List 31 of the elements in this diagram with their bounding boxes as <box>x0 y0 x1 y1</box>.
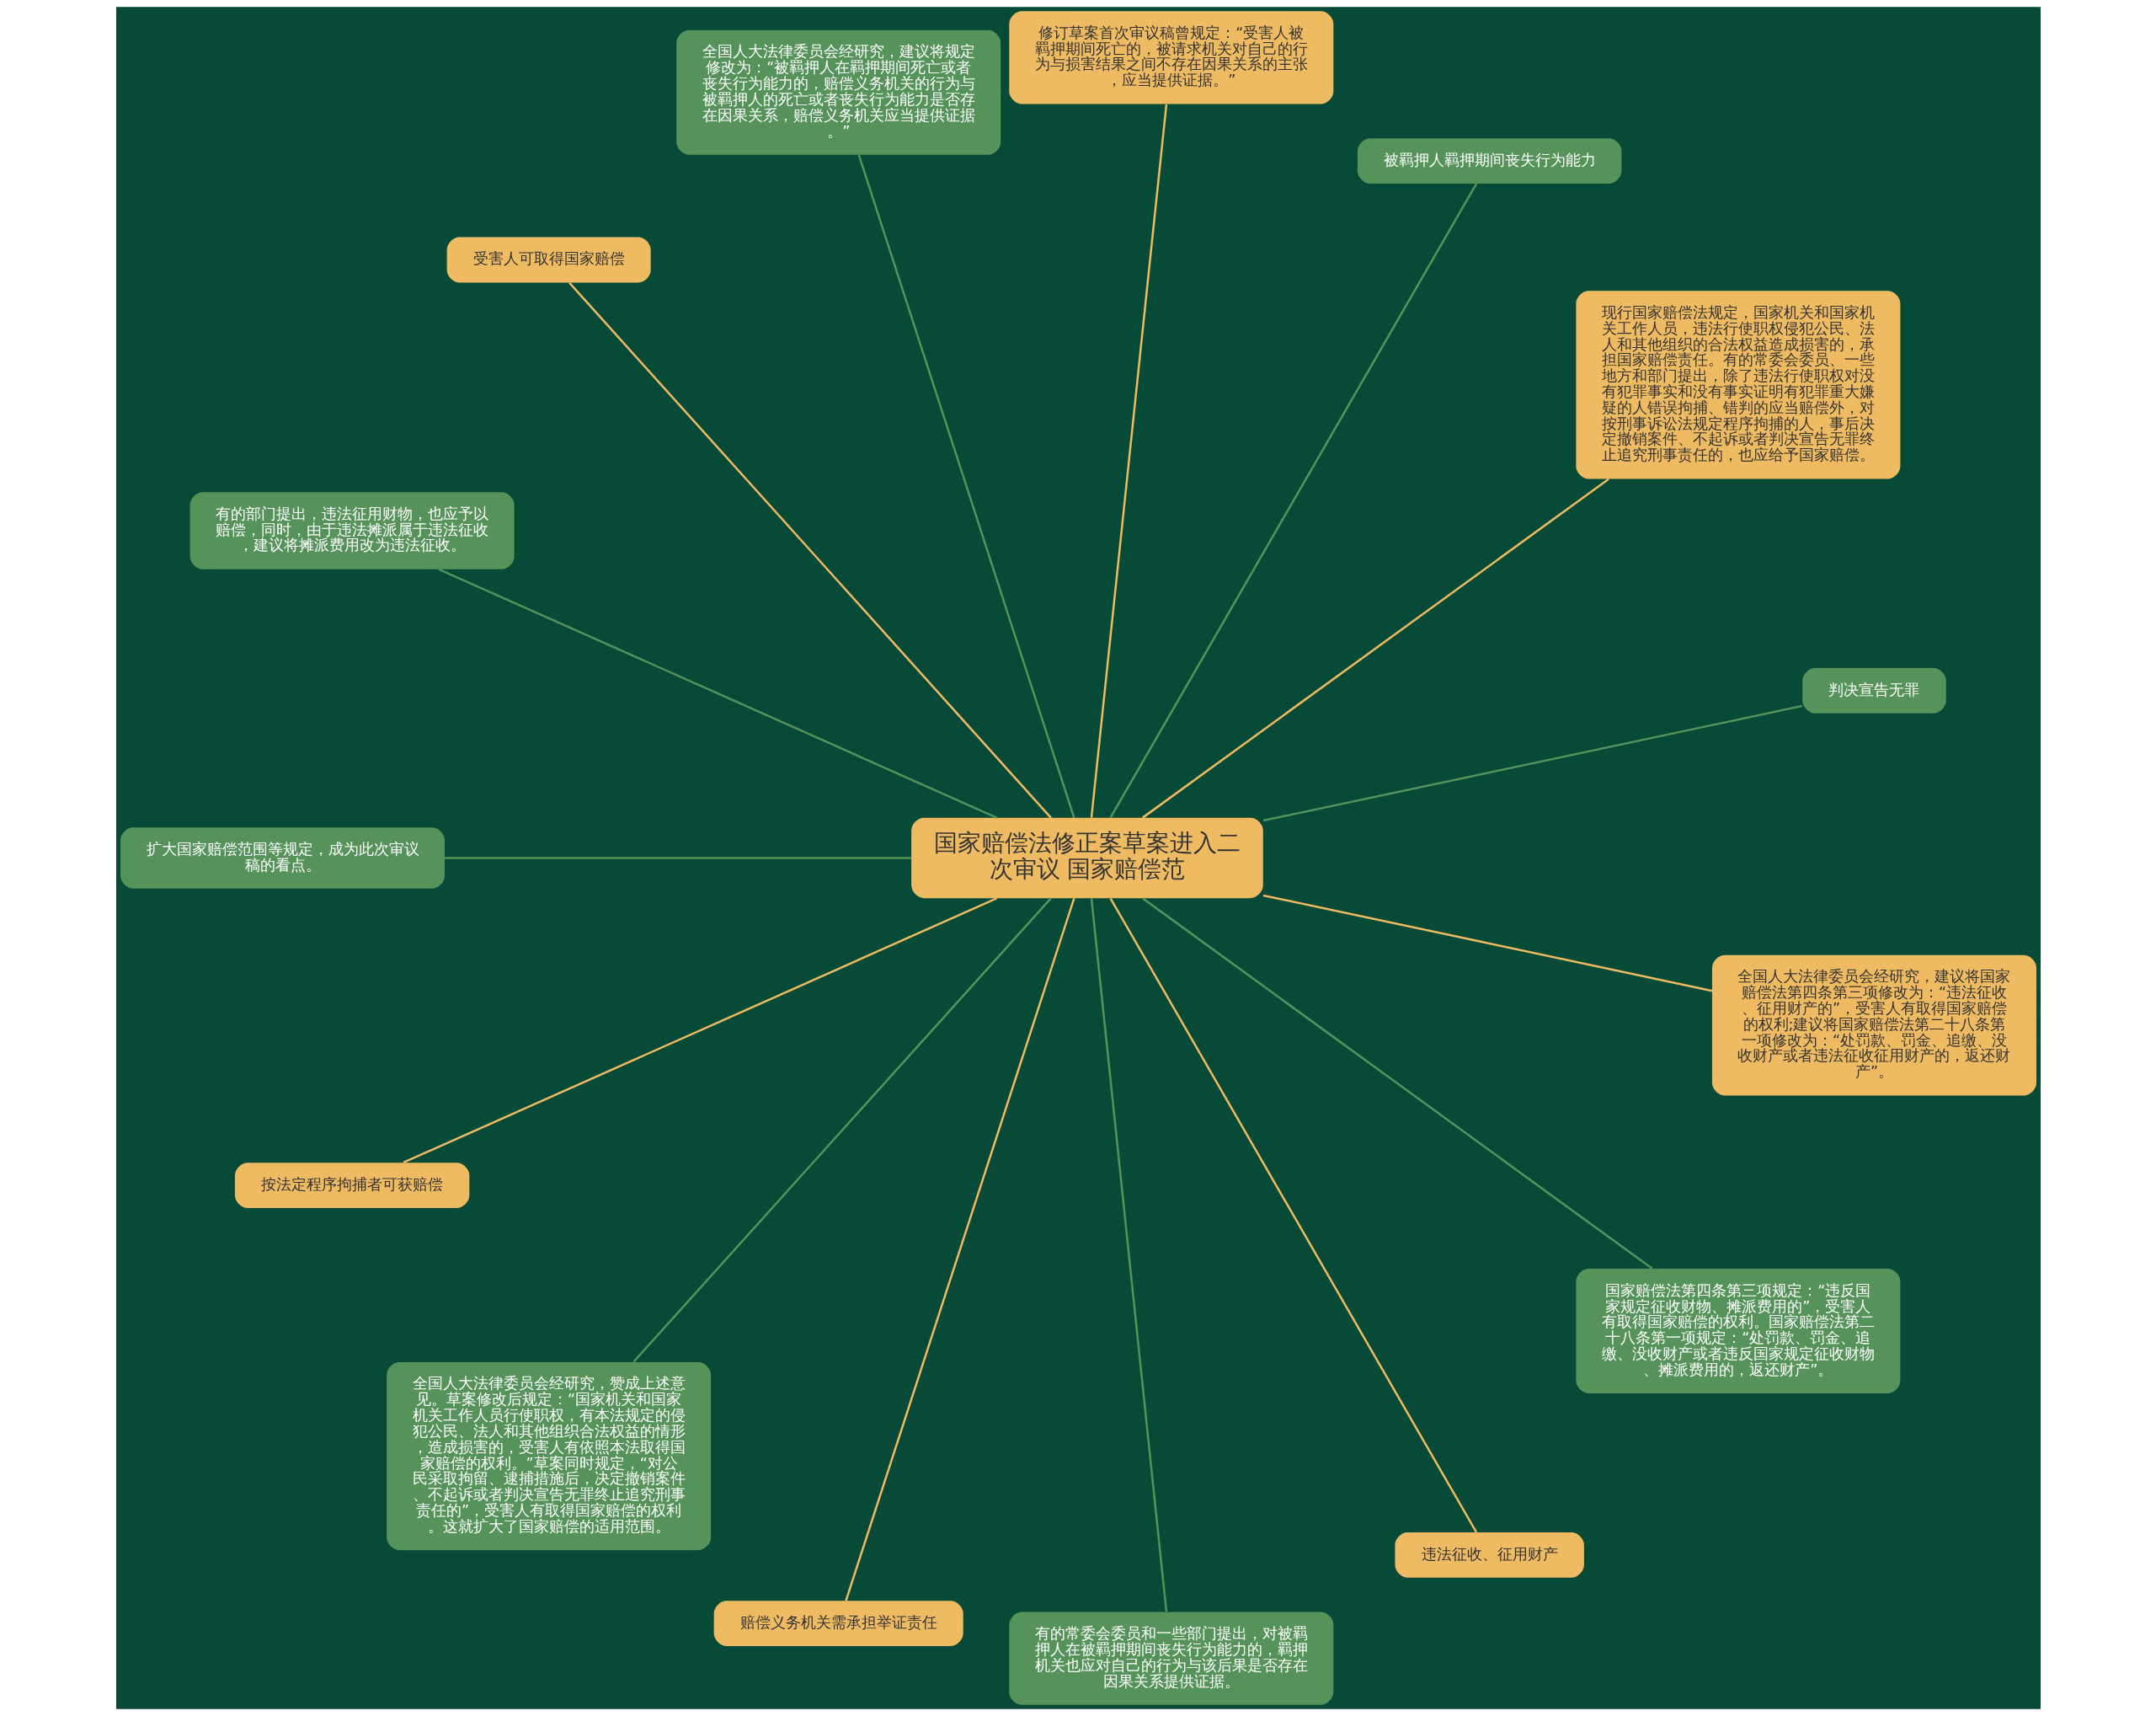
node-box: 按法定程序拘捕者可获赔偿 <box>234 1163 469 1209</box>
node-box: 赔偿义务机关需承担举证责任 <box>713 1601 963 1647</box>
connector <box>857 154 1075 818</box>
node-box: 全国人大法律委员会经研究，建议将国家赔偿法第四条第三项修改为：“违法征收、征用财产的”，受害人有取得国家赔偿的权利;建议将国家赔偿法第二十八条第一项修改为：“处罚款、罚金、追缴、没收财产或者违法征收征用财产的，返还财产”。 <box>1711 954 2036 1096</box>
connector <box>1090 898 1167 1612</box>
connector <box>1109 897 1477 1533</box>
connector <box>1141 478 1609 819</box>
connector <box>1109 183 1477 819</box>
node-box: 现行国家赔偿法规定，国家机关和国家机关工作人员，违法行使职权侵犯公民、法人和其他组织的合法权益造成损害的，承担国家赔偿责任。有的常委会委员、一些地方和部门提出，除了违法行使职权对没有犯罪事实和没有事实证明有犯罪重大嫌疑的人错误拘捕、错判的应当赔偿外，对按刑事诉讼法规定程序拘捕的人，事后决定撤销案件、不起诉或者判决宣告无罪终止追究刑事责任的，也应给予国家赔偿。 <box>1575 291 1900 479</box>
node-box: 判决宣告无罪 <box>1801 667 1946 714</box>
connector <box>1090 104 1167 818</box>
node-box: 国家赔偿法修正案草案进入二次审议 国家赔偿范 <box>910 817 1263 899</box>
connector <box>1141 897 1652 1270</box>
connector <box>568 281 1052 819</box>
node-box: 全国人大法律委员会经研究，建议将规定修改为：“被羁押人在羁押期间死亡或者丧失行为能力的，赔偿义务机关的行为与被羁押人的死亡或者丧失行为能力是否存在因果关系，赔偿义务机关应当提供证据。” <box>675 29 1001 155</box>
connector <box>403 897 997 1164</box>
connector <box>844 898 1075 1601</box>
connector <box>1262 704 1802 822</box>
node-box: 有的常委会委员和一些部门提出，对被羁押人在被羁押期间丧失行为能力的，羁押机关也应对自己的行为与该后果是否存在因果关系提供证据。 <box>1008 1612 1333 1705</box>
connector <box>438 568 997 819</box>
node-box: 受害人可取得国家赔偿 <box>446 237 651 283</box>
node-box: 扩大国家赔偿范围等规定，成为此次审议稿的看点。 <box>120 827 445 889</box>
connector <box>444 857 911 859</box>
node-box: 违法征收、征用财产 <box>1394 1532 1584 1578</box>
connector <box>632 897 1052 1363</box>
node-box: 被羁押人羁押期间丧失行为能力 <box>1357 138 1621 184</box>
node-box: 国家赔偿法第四条第三项规定：“违反国家规定征收财物、摊派费用的”，受害人有取得国家赔偿的权利。国家赔偿法第二十八条第一项规定：“处罚款、罚金、追缴、没收财产或者违反国家规定征收财物、摊派费用的，返还财产”。 <box>1575 1269 1900 1394</box>
node-box: 修订草案首次审议稿曾规定：“受害人被羁押期间死亡的，被请求机关对自己的行为与损害结果之间不存在因果关系的主张，应当提供证据。” <box>1008 11 1333 104</box>
node-box: 有的部门提出，违法征用财物，也应予以赔偿，同时，由于违法摊派属于违法征收，建议将摊派费用改为违法征收。 <box>189 492 515 569</box>
node-box: 全国人大法律委员会经研究，赞成上述意见。草案修改后规定：“国家机关和国家机关工作人员行使职权，有本法规定的侵犯公民、法人和其他组织合法权益的情形，造成损害的，受害人有依照本法取得国家赔偿的权利。”草案同时规定，“对公民采取拘留、逮捕措施后，决定撤销案件、不起诉或者判决宣告无罪终止追究刑事责任的”，受害人有取得国家赔偿的权利。这就扩大了国家赔偿的适用范围。 <box>386 1361 711 1551</box>
connector <box>1262 894 1712 992</box>
